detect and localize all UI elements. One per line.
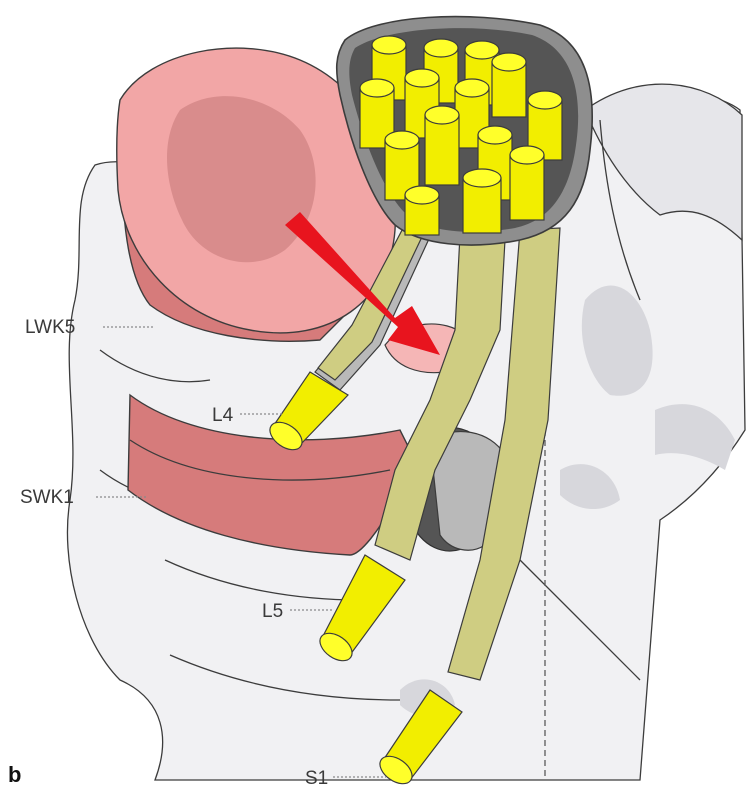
label-s1: S1 bbox=[305, 768, 328, 789]
label-swk1: SWK1 bbox=[20, 487, 74, 508]
label-l4: L4 bbox=[212, 405, 234, 426]
panel-label: b bbox=[8, 762, 21, 787]
label-l5: L5 bbox=[262, 601, 283, 622]
label-lwk5: LWK5 bbox=[25, 317, 75, 338]
